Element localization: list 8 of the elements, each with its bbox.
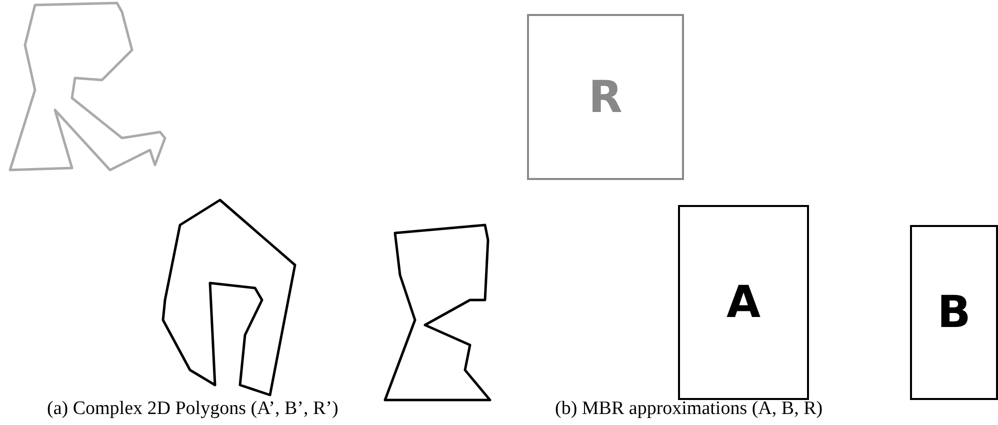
box-letter: A (726, 277, 761, 328)
box-letter: R (588, 72, 622, 122)
box-letter: B (937, 287, 971, 338)
figure-caption: (a) Complex 2D Polygons (A’, B’, R’) (47, 398, 338, 420)
rectangle-box (527, 14, 684, 180)
rectangle-box (910, 225, 998, 400)
rectangle-box (678, 205, 809, 400)
figure-caption: (b) MBR approximations (A, B, R) (555, 398, 823, 420)
